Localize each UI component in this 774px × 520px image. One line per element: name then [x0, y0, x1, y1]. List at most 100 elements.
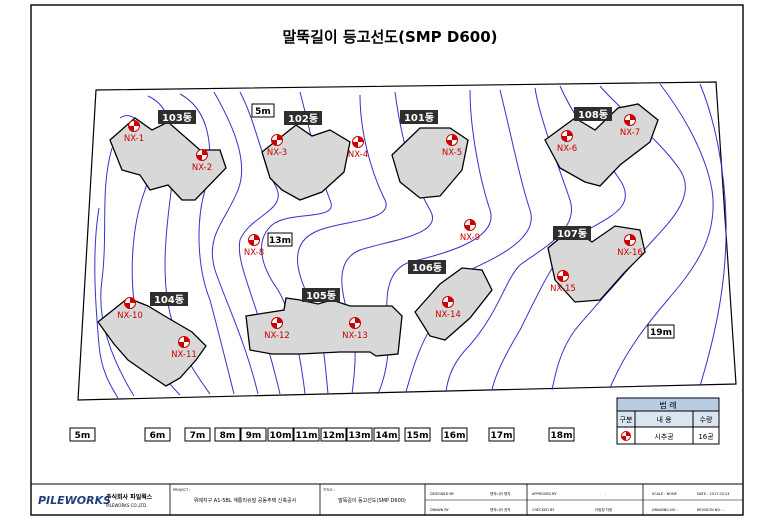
- designed-by-value: 엔지니어 명지: [490, 491, 510, 496]
- scale-label-text: 10m: [270, 431, 292, 441]
- scale-label: 15m: [404, 427, 431, 442]
- legend-row-content: 시추공: [654, 433, 674, 441]
- scale-label-text: 17m: [491, 431, 513, 441]
- approved-by-value: -: [605, 492, 607, 496]
- boring-marker: NX-14: [435, 296, 461, 320]
- boring-marker: NX-9: [460, 219, 480, 243]
- contour-value-label: 5m: [251, 103, 275, 118]
- boring-marker: NX-6: [557, 130, 577, 154]
- legend-row-qty: 16공: [698, 433, 714, 441]
- contour-value-labels: 5m 13m 19m: [251, 103, 675, 339]
- drawing-no-label: DRAWING NO :: [652, 508, 678, 512]
- building-label: 108동: [574, 107, 612, 121]
- pileworks-logo: PILEWORKS: [38, 494, 111, 507]
- scale-label: 5m: [69, 427, 96, 442]
- boring-marker: NX-11: [171, 336, 197, 360]
- contour-line: [609, 83, 714, 389]
- contour-value-text: 13m: [269, 236, 291, 246]
- sheet-border: [30, 4, 744, 516]
- legend-title: 범 례: [659, 400, 676, 410]
- scale-label: 16m: [441, 427, 468, 442]
- scale-label: 6m: [144, 427, 171, 442]
- scale-label: 9m: [240, 427, 267, 442]
- title-block-drawing-title: 말뚝길이 등고선도(SMP D600): [338, 497, 406, 504]
- boring-marker: NX-16: [617, 234, 643, 258]
- building-101-footprint: [391, 127, 469, 199]
- pileworks-logo-text: PILEWORKS: [38, 494, 111, 507]
- boring-id-label: NX-10: [117, 311, 143, 321]
- scale-label: 12m: [320, 427, 347, 442]
- project-name: 위례지구 A1-5BL 계룡리슈빌 공동주택 신축공사: [194, 497, 297, 504]
- boring-marker: NX-10: [117, 297, 143, 321]
- scale-label: 13m: [346, 427, 373, 442]
- scale-label-text: 16m: [444, 431, 466, 441]
- scale-label-text: 11m: [296, 431, 318, 441]
- boring-id-label: NX-16: [617, 248, 643, 258]
- building-104-footprint: [97, 297, 207, 387]
- legend-header-type: 구분: [620, 416, 633, 424]
- boring-marker: NX-13: [342, 317, 368, 341]
- scale-label-text: 12m: [323, 431, 345, 441]
- title-block: PILEWORKS 주식회사 파일웍스 PILEWORKS CO.,LTD. P…: [38, 484, 743, 515]
- company-name-ko: 주식회사 파일웍스: [106, 493, 153, 501]
- contour-value-label: 19m: [647, 324, 675, 339]
- boring-id-label: NX-13: [342, 331, 368, 341]
- scale-label: 18m: [548, 427, 575, 442]
- boring-id-label: NX-15: [550, 284, 576, 294]
- checked-by-value: 이팀장 차장: [595, 507, 613, 512]
- contour-line: [238, 91, 281, 395]
- boring-id-label: NX-12: [264, 331, 290, 341]
- boring-id-label: NX-11: [171, 350, 197, 360]
- checked-by-label: CHECKED BY: [532, 508, 555, 512]
- project-label: PROJECT :: [173, 488, 190, 492]
- contour-line: [211, 91, 259, 395]
- boring-marker: NX-1: [124, 120, 144, 144]
- scale-label: 7m: [184, 427, 211, 442]
- building-label-text: 104동: [154, 294, 184, 306]
- drawn-by-value: 엔지니어 권지: [490, 507, 510, 512]
- revision-no-label: REVISION NO : -: [697, 508, 726, 512]
- scale-label-text: 18m: [551, 431, 573, 441]
- building-label: 102동: [284, 111, 322, 125]
- building-105-footprint: [245, 297, 403, 357]
- drawing-title: 말뚝길이 등고선도(SMP D600): [282, 28, 497, 46]
- boring-id-label: NX-2: [192, 163, 212, 173]
- boring-marker: NX-7: [620, 114, 640, 138]
- scale-label-text: 14m: [376, 431, 398, 441]
- boring-marker: NX-2: [192, 149, 212, 173]
- contour-line: [94, 207, 119, 399]
- boring-id-label: NX-14: [435, 310, 461, 320]
- building-label-text: 105동: [306, 290, 336, 302]
- boring-id-label: NX-7: [620, 128, 640, 138]
- building-label-text: 102동: [288, 113, 318, 125]
- company-name-en: PILEWORKS CO.,LTD.: [106, 503, 147, 508]
- scale-label-text: 8m: [220, 431, 236, 441]
- approved-by-label: APPROVED BY: [532, 492, 557, 496]
- building-label: 103동: [158, 110, 196, 124]
- boring-id-label: NX-8: [244, 248, 264, 258]
- boring-marker: NX-15: [550, 270, 576, 294]
- building-102-footprint: [261, 124, 351, 201]
- contour-line: [100, 147, 135, 397]
- contour-line: [699, 83, 727, 387]
- contour-value-text: 19m: [650, 328, 672, 338]
- contour-line: [405, 89, 532, 393]
- scale-label: 11m: [293, 427, 320, 442]
- building-footprints: [97, 103, 659, 387]
- boring-marker: NX-5: [442, 134, 462, 158]
- title-label: TITLE :: [322, 488, 335, 492]
- legend-header-content: 내 용: [656, 415, 672, 424]
- boring-id-label: NX-1: [124, 134, 144, 144]
- scale-label: 8m: [214, 427, 241, 442]
- boring-id-label: NX-3: [267, 148, 287, 158]
- boring-marker: NX-3: [267, 134, 287, 158]
- building-label-text: 103동: [162, 112, 192, 124]
- drawn-by-label: DRAWN BY: [430, 508, 450, 512]
- scale-label: SCALE : NONE: [652, 492, 677, 496]
- boring-marker: NX-8: [244, 234, 264, 258]
- building-label: 106동: [408, 260, 446, 274]
